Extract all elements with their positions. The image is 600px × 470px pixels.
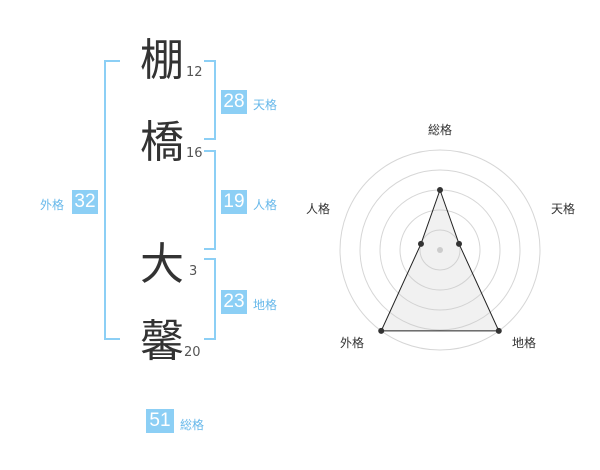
axis-label-gaikaku: 外格 xyxy=(340,335,364,350)
radar-polygon xyxy=(380,188,500,332)
tenkaku-label: 天格 xyxy=(253,98,278,112)
name-char-1: 棚 xyxy=(140,35,184,86)
axis-label-soukaku: 総格 xyxy=(428,122,452,137)
stroke-count-1: 12 xyxy=(186,65,203,80)
radar-point-1 xyxy=(437,187,443,193)
jinkaku-label: 人格 xyxy=(253,198,278,212)
radar-point-2 xyxy=(456,240,463,247)
radar-point-4 xyxy=(378,327,385,334)
chikaku-value: 23 xyxy=(221,290,247,314)
stroke-count-2: 16 xyxy=(186,146,203,161)
radar-point-5 xyxy=(417,240,424,247)
gaikaku-bracket xyxy=(104,60,120,340)
jinkaku-value: 19 xyxy=(221,190,247,214)
radar-point-3 xyxy=(495,327,502,334)
tenkaku-value: 28 xyxy=(221,90,247,114)
radar-ring-1 xyxy=(419,229,461,271)
soukaku-label: 総格 xyxy=(180,418,205,432)
soukaku-value: 51 xyxy=(146,409,174,433)
gaikaku-value: 32 xyxy=(72,190,98,214)
stroke-count-3: 3 xyxy=(189,264,198,279)
tenkaku-bracket xyxy=(204,60,216,140)
axis-label-tenkaku: 天格 xyxy=(551,201,575,216)
axis-label-chikaku: 地格 xyxy=(512,335,536,350)
name-char-3: 大 xyxy=(140,239,184,290)
gaikaku-label: 外格 xyxy=(40,198,65,212)
name-char-4: 馨 xyxy=(140,316,184,367)
chikaku-label: 地格 xyxy=(253,298,278,312)
radar-ring-4 xyxy=(359,169,521,331)
radar-ring-2 xyxy=(399,209,481,291)
chikaku-bracket xyxy=(204,258,216,340)
radar-ring-5 xyxy=(339,149,541,351)
axis-label-jinkaku: 人格 xyxy=(306,201,330,216)
stroke-count-4: 20 xyxy=(184,345,201,360)
radar-points xyxy=(378,187,502,334)
jinkaku-bracket xyxy=(204,150,216,250)
name-char-2: 橋 xyxy=(140,117,184,168)
radar-center xyxy=(437,247,443,253)
